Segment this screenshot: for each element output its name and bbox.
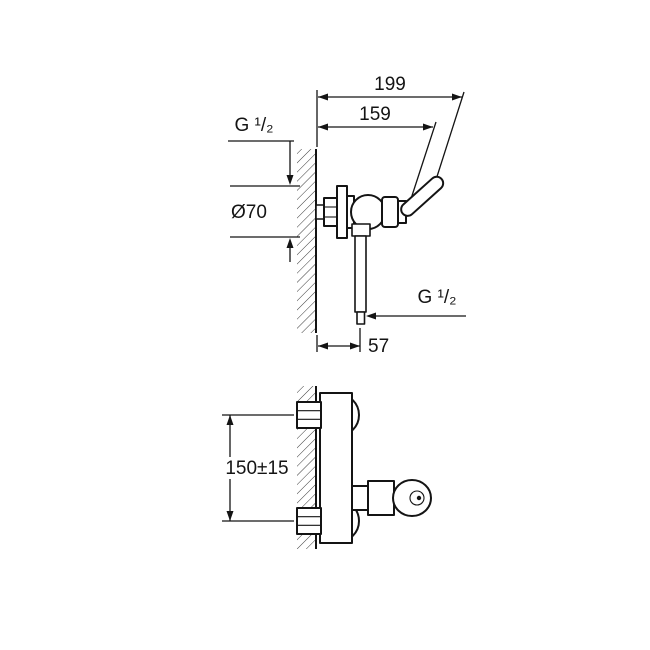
thread-label-outlet: G ¹/₂ [417,287,456,308]
union-nut-bottom [296,507,322,535]
wall-hatch [297,149,316,333]
outlet-pipe [354,235,367,313]
arrowhead-left [318,123,328,131]
arrowhead-left [318,93,328,101]
front-view: 150±15 [222,386,432,549]
cartridge-housing [381,196,399,228]
dim-label-57: 57 [368,336,389,357]
dim-label-150: 150±15 [225,458,288,479]
dimension-outlet-offset: 57 [316,328,389,357]
dimension-body-depth: 159 [318,104,437,209]
escutcheon [336,185,348,239]
dim-label-159: 159 [359,104,391,125]
dim-label-199: 199 [374,74,406,95]
arrowhead-left [318,342,328,350]
arrowhead-down [226,511,234,521]
union-nut [323,197,338,227]
lever-knob-center-dot [416,495,422,501]
arrowhead-right [423,123,433,131]
dimension-escutcheon-diameter: Ø70 [230,185,300,262]
outlet-nipple [356,311,366,325]
wall-section-side [297,149,317,333]
dimension-total-depth: 199 [316,74,465,187]
cartridge-neck [351,485,369,511]
cartridge-housing-front [367,480,395,516]
union-nut-top [296,401,322,429]
extension-line-diagonal [433,91,465,187]
supply-nipple [315,204,325,220]
lever-handle [400,175,445,217]
outlet-thread-label: G ¹/₂ [366,287,466,320]
arrowhead-down [286,175,294,185]
mixer-body-column [319,392,353,544]
mixer-side-view [315,175,445,325]
arrowhead-left [366,312,376,320]
arrowhead-up [226,415,234,425]
mixer-front-view [296,392,432,544]
arrowhead-up [286,238,294,248]
thread-label-inlet: G ¹/₂ [234,115,273,136]
dimension-connection-spacing: 150±15 [222,414,294,522]
inlet-thread-label: G ¹/₂ [228,115,294,185]
side-view: 199 159 G ¹/₂ Ø70 [228,74,466,357]
lever-knob-front [392,479,432,517]
extension-line-diagonal [407,121,437,209]
outlet-tee [351,223,371,237]
arrowhead-right [350,342,360,350]
dim-label-dia70: Ø70 [231,202,267,223]
arrowhead-right [452,93,462,101]
lever-knob-detail [409,490,425,506]
